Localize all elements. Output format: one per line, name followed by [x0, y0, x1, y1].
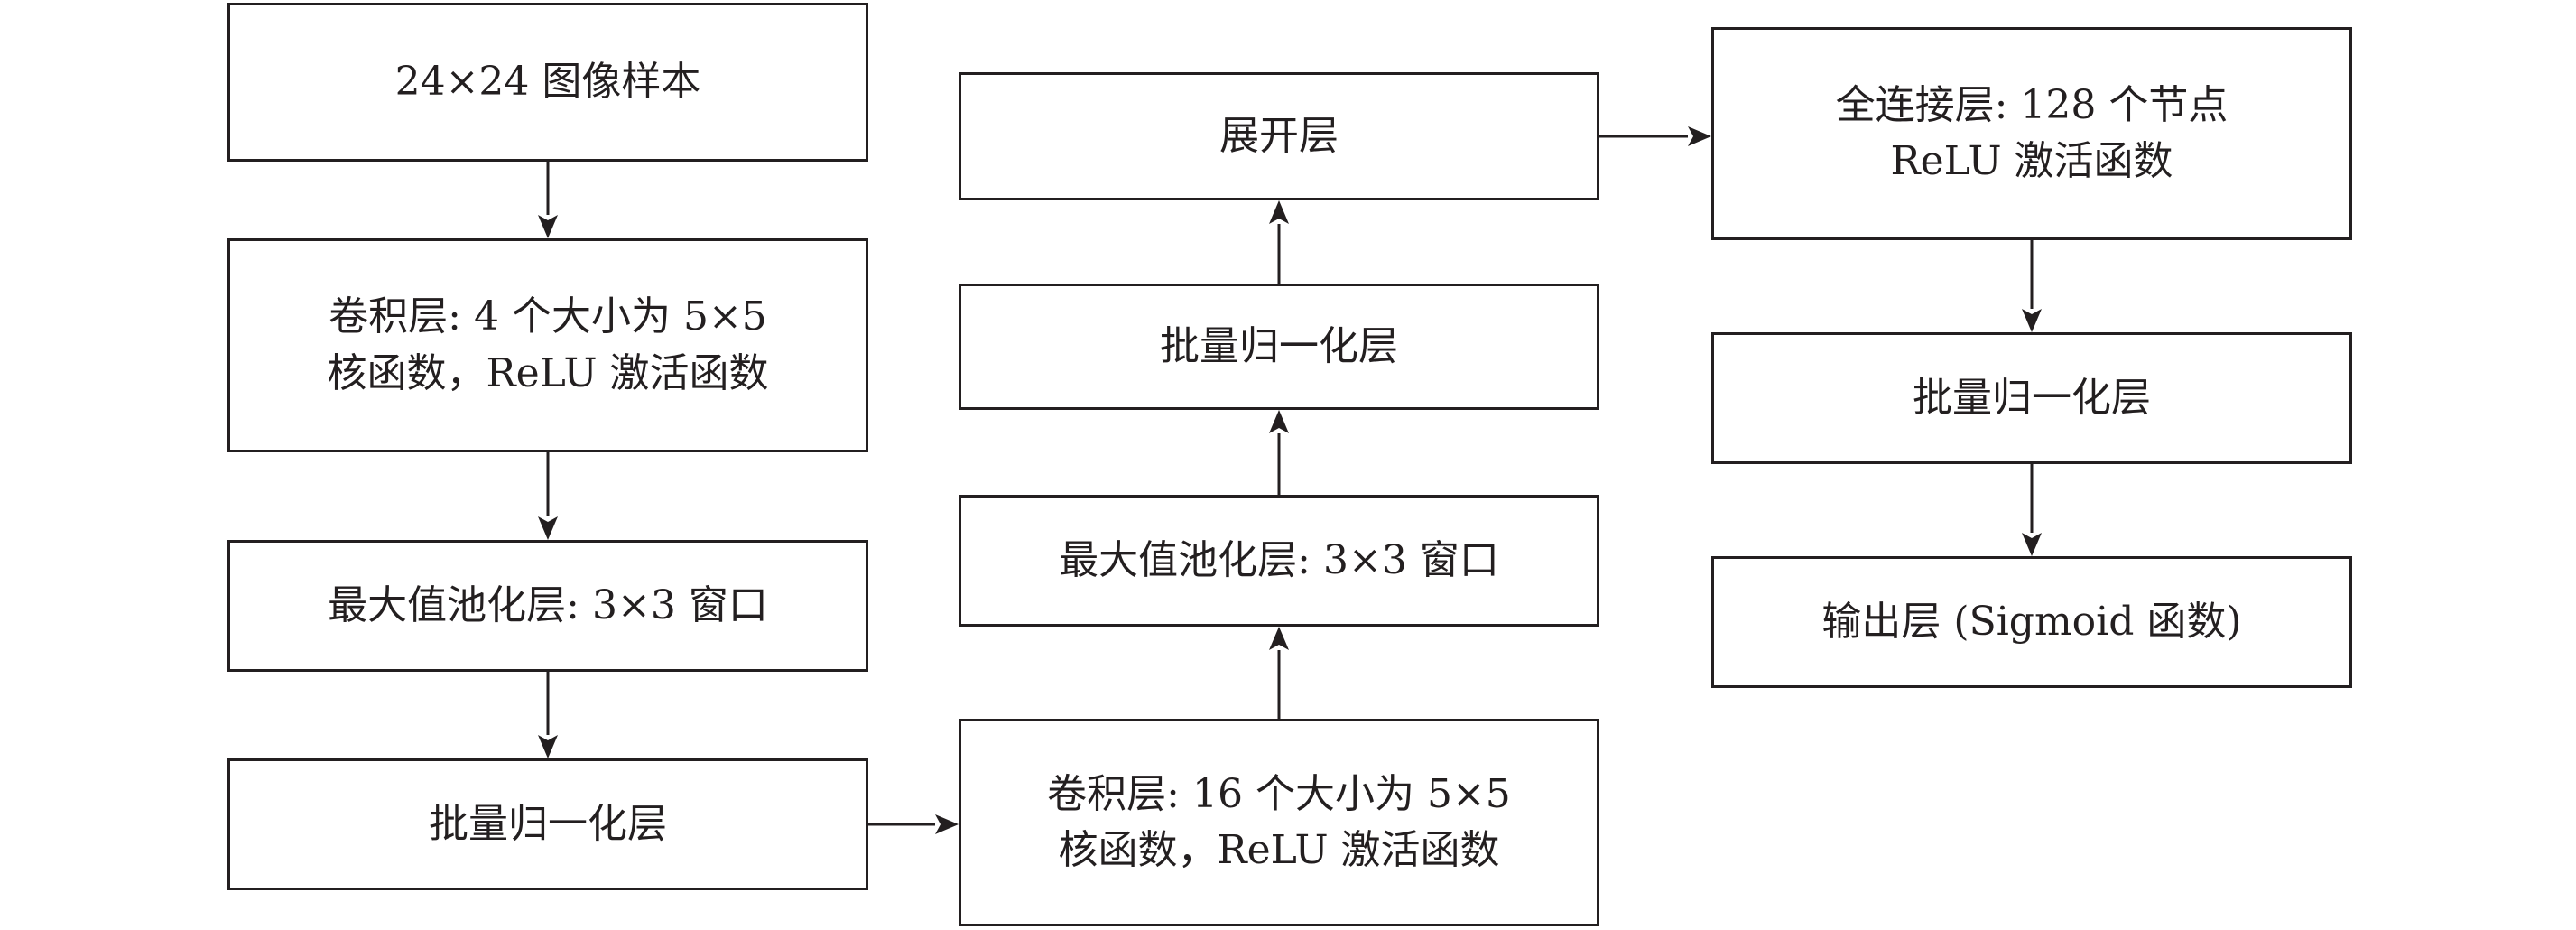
node-pool2: 最大值池化层: 3×3 窗口: [959, 495, 1599, 627]
node-dense-line-2: ReLU 激活函数: [1890, 138, 2173, 184]
node-dense-line-1: 全连接层: 128 个节点: [1835, 81, 2229, 128]
node-pool1-line-1: 最大值池化层: 3×3 窗口: [328, 581, 768, 628]
node-flatten-line-1: 展开层: [1219, 112, 1339, 159]
node-conv2-line-2: 核函数，ReLU 激活函数: [1058, 827, 1500, 873]
node-input: 24×24 图像样本: [227, 3, 868, 162]
node-flatten: 展开层: [959, 72, 1599, 200]
edge-conv2-to-pool2-arrowhead: [1269, 627, 1289, 650]
node-output-line-1: 输出层 (Sigmoid 函数): [1821, 598, 2242, 645]
edge-dense-to-bn3-arrowhead: [2022, 309, 2042, 332]
node-bn2: 批量归一化层: [959, 284, 1599, 410]
node-output: 输出层 (Sigmoid 函数): [1711, 556, 2352, 688]
edge-bn3-to-output-arrowhead: [2022, 533, 2042, 556]
edge-flatten-to-dense-arrowhead: [1688, 126, 1711, 146]
node-bn1-line-1: 批量归一化层: [429, 800, 667, 847]
edge-input-to-conv1-arrowhead: [538, 215, 558, 238]
node-conv1: 卷积层: 4 个大小为 5×5 核函数，ReLU 激活函数: [227, 238, 868, 452]
node-input-line-1: 24×24 图像样本: [394, 58, 701, 105]
node-bn2-line-1: 批量归一化层: [1160, 322, 1398, 369]
node-conv2-line-1: 卷积层: 16 个大小为 5×5: [1047, 770, 1511, 817]
node-conv1-line-2: 核函数，ReLU 激活函数: [327, 349, 769, 396]
edge-conv1-to-pool1-arrowhead: [538, 516, 558, 540]
edge-bn2-to-flatten-arrowhead: [1269, 200, 1289, 224]
node-conv1-line-1: 卷积层: 4 个大小为 5×5: [329, 293, 767, 340]
node-bn3: 批量归一化层: [1711, 332, 2352, 464]
edge-pool1-to-bn1-arrowhead: [538, 735, 558, 758]
node-dense: 全连接层: 128 个节点 ReLU 激活函数: [1711, 27, 2352, 240]
node-bn1: 批量归一化层: [227, 758, 868, 890]
node-pool1: 最大值池化层: 3×3 窗口: [227, 540, 868, 672]
node-conv2: 卷积层: 16 个大小为 5×5 核函数，ReLU 激活函数: [959, 719, 1599, 926]
node-bn3-line-1: 批量归一化层: [1913, 374, 2151, 421]
edge-bn1-to-conv2-arrowhead: [935, 814, 959, 834]
edge-pool2-to-bn2-arrowhead: [1269, 410, 1289, 433]
node-pool2-line-1: 最大值池化层: 3×3 窗口: [1059, 536, 1499, 583]
